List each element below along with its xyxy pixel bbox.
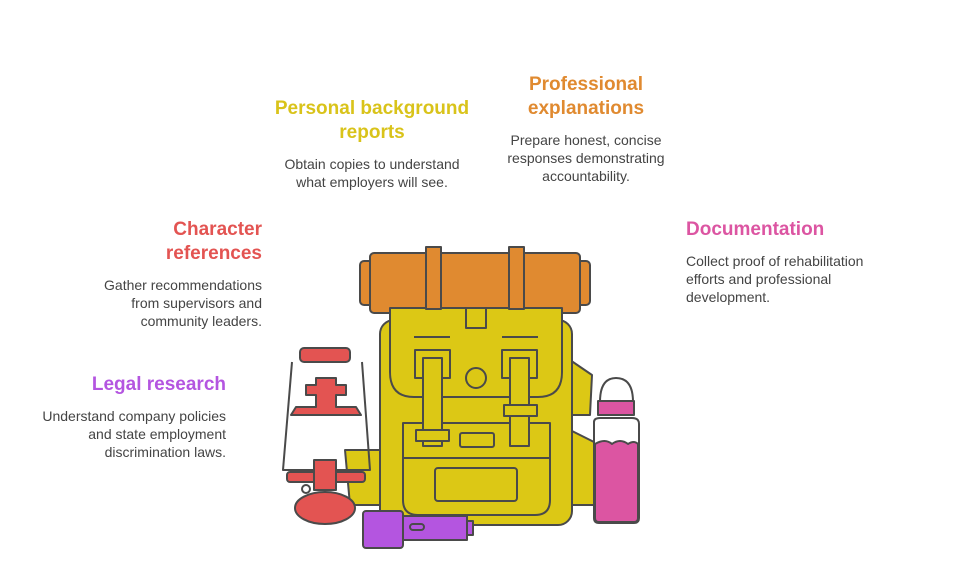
item-documentation: Documentation Collect proof of rehabilit… [686, 218, 876, 306]
backpack-icon [344, 307, 601, 526]
item-character: Character references Gather recommendati… [80, 218, 262, 330]
bedroll-straps [425, 246, 525, 310]
item-title: Character references [165, 219, 262, 264]
item-title: Documentation [686, 219, 825, 240]
item-legal: Legal research Understand company polici… [36, 373, 226, 461]
item-description: Collect proof of rehabilitation efforts … [686, 253, 864, 305]
item-description: Prepare honest, concise responses demons… [507, 132, 665, 184]
item-professional: Professional explanations Prepare honest… [490, 73, 682, 185]
item-description: Obtain copies to understand what employe… [284, 156, 460, 190]
item-description: Understand company policies and state em… [42, 408, 226, 460]
item-title: Personal background reports [274, 98, 470, 143]
flashlight-icon [362, 510, 474, 549]
bedroll-icon [359, 252, 591, 314]
item-description: Gather recommendations from supervisors … [104, 277, 262, 329]
item-personal: Personal background reports Obtain copie… [262, 97, 482, 191]
item-title: Professional explanations [527, 74, 645, 119]
lantern-icon [282, 347, 371, 525]
water-bottle-icon [593, 377, 640, 524]
item-title: Legal research [91, 374, 226, 395]
